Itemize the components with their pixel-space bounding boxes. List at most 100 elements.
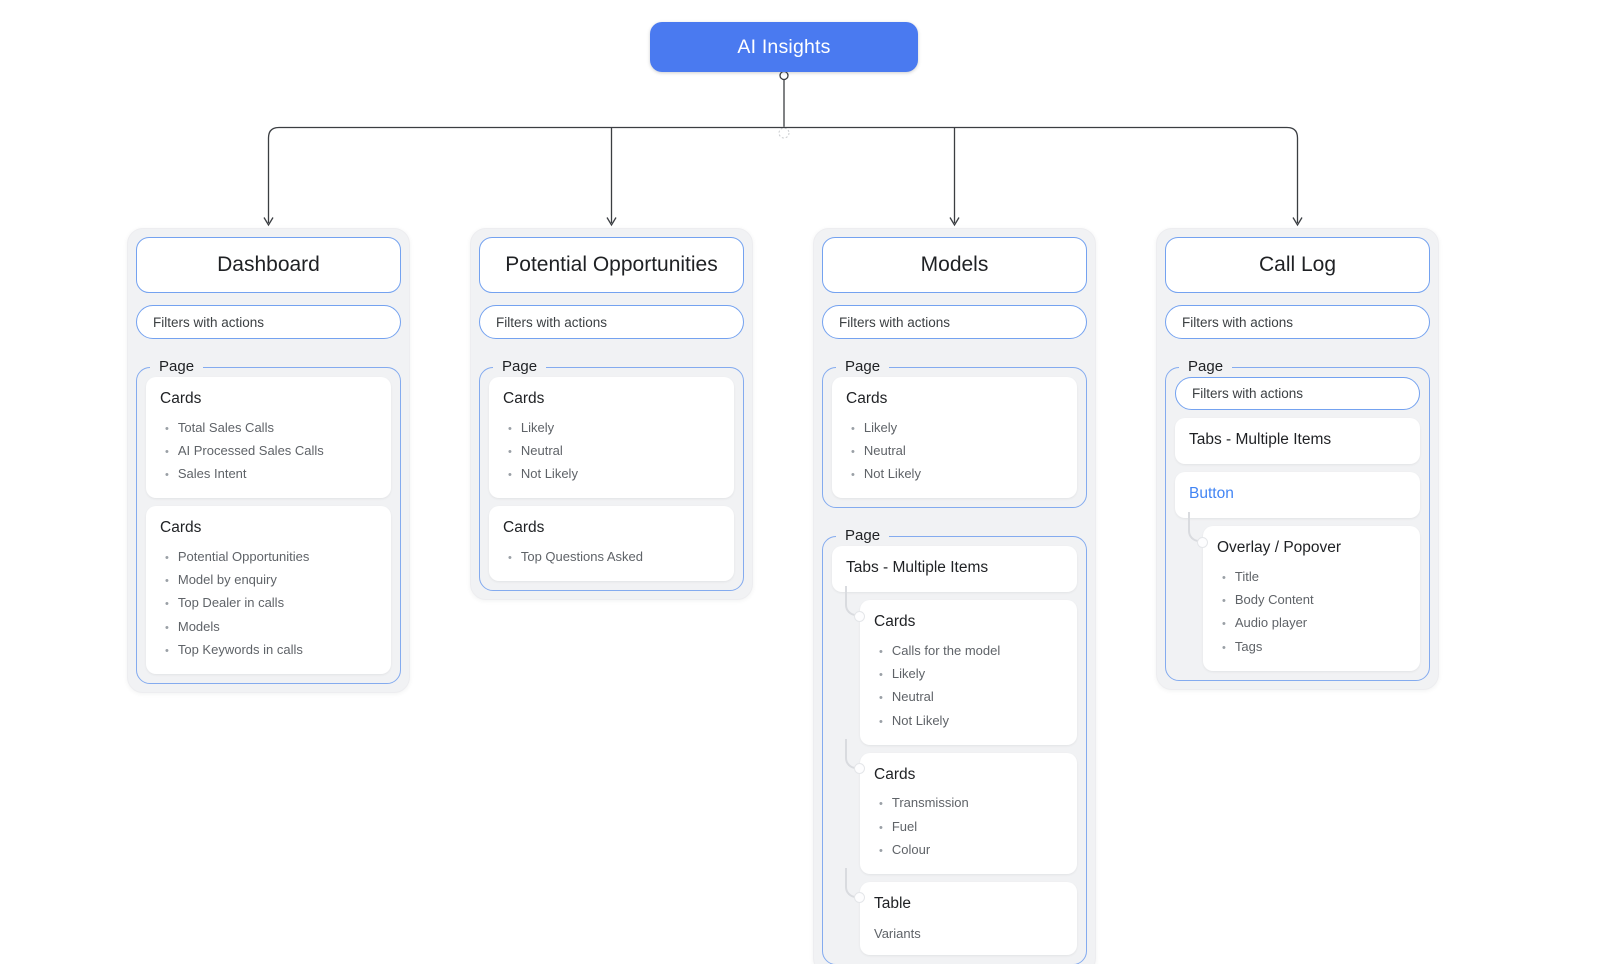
card-item: Neutral [874,686,1063,709]
card-item: Likely [874,663,1063,686]
card-item: Fuel [874,815,1063,838]
card-item-list: TitleBody ContentAudio playerTags [1217,565,1406,659]
branch-title-label: Potential Opportunities [505,253,718,276]
card-heading: Cards [503,390,545,407]
root-node-label: AI Insights [737,35,831,58]
card-subtext: Variants [874,925,921,941]
page-label: Page [1179,358,1233,377]
page-section[interactable]: PageCardsLikelyNeutralNot LikelyCardsTop… [479,358,744,591]
card-item-list: LikelyNeutralNot Likely [503,416,720,486]
card-heading: Cards [846,390,888,407]
card-item: Top Questions Asked [503,545,720,568]
nested-connector-line [845,586,860,617]
card-item: Top Dealer in calls [160,592,377,615]
content-card[interactable]: Button [1175,472,1420,518]
card-item: Title [1217,565,1406,588]
card-item: Model by enquiry [160,569,377,592]
branch-title-potential-opportunities[interactable]: Potential Opportunities [479,237,744,293]
page-label: Page [150,358,204,377]
card-item: Colour [874,839,1063,862]
card-item-list: Potential OpportunitiesModel by enquiryT… [160,545,377,662]
card-heading: Table [874,894,912,912]
page-label: Page [493,358,547,377]
page-section[interactable]: PageCardsLikelyNeutralNot Likely [822,358,1087,509]
root-port-circle [779,70,789,81]
branch-title-models[interactable]: Models [822,237,1087,293]
filters-pill-label: Filters with actions [839,314,951,330]
card-item: Tags [1217,635,1406,658]
nested-card-wrap: CardsCalls for the modelLikelyNeutralNot… [845,586,1077,745]
card-heading: Tabs - Multiple Items [1189,431,1332,448]
content-card[interactable]: CardsCalls for the modelLikelyNeutralNot… [860,600,1077,745]
filters-pill[interactable]: Filters with actions [822,305,1087,339]
nested-connector-dot [854,610,865,622]
content-card[interactable]: CardsLikelyNeutralNot Likely [832,377,1077,499]
content-card[interactable]: CardsTop Questions Asked [489,506,734,581]
card-item: Potential Opportunities [160,545,377,568]
card-item: Transmission [874,792,1063,815]
card-heading: Cards [874,765,916,783]
content-card[interactable]: Tabs - Multiple Items [832,546,1077,593]
card-item: Calls for the model [874,639,1063,662]
card-item-list: Calls for the modelLikelyNeutralNot Like… [874,639,1063,733]
card-item: Body Content [1217,588,1406,611]
branch-title-label: Models [920,253,989,276]
nested-connector-line [845,738,860,769]
branch-title-call-log[interactable]: Call Log [1165,237,1430,293]
nested-connector-dot [1197,536,1208,548]
content-card[interactable]: CardsTotal Sales CallsAI Processed Sales… [146,377,391,499]
junction-ghost-circle [778,127,790,139]
filters-pill-label: Filters with actions [153,314,265,330]
card-item: Likely [846,416,1063,439]
card-heading: Overlay / Popover [1217,539,1342,556]
nested-card-wrap: CardsTransmissionFuelColour [845,738,1077,874]
arrowhead-icon [606,217,617,227]
nested-connector-dot [854,763,865,775]
filters-pill[interactable]: Filters with actions [136,305,401,339]
branch-title-label: Call Log [1258,253,1337,276]
content-card[interactable]: CardsTransmissionFuelColour [860,752,1077,874]
arrowhead-icon [1292,217,1303,227]
content-card[interactable]: CardsLikelyNeutralNot Likely [489,377,734,499]
card-item: Neutral [846,439,1063,462]
page-label: Page [836,358,890,377]
arrowhead-icon [949,217,960,227]
content-card[interactable]: Tabs - Multiple Items [1175,418,1420,464]
card-item: Models [160,615,377,638]
card-item: Likely [503,416,720,439]
card-heading: Cards [874,613,916,631]
card-item-list: Top Questions Asked [503,545,720,568]
content-card[interactable]: Overlay / PopoverTitleBody ContentAudio … [1203,526,1420,671]
page-label: Page [836,527,890,546]
content-card[interactable]: CardsPotential OpportunitiesModel by enq… [146,506,391,675]
card-item: Sales Intent [160,463,377,486]
filters-pill-label: Filters with actions [1182,314,1294,330]
card-item-list: LikelyNeutralNot Likely [846,416,1063,486]
root-node[interactable]: AI Insights [650,22,918,72]
card-item: Not Likely [846,463,1063,486]
filters-pill-label: Filters with actions [1192,386,1304,401]
card-heading: Tabs - Multiple Items [846,559,989,577]
card-item: Not Likely [503,463,720,486]
card-heading: Cards [503,519,545,537]
filters-pill-label: Filters with actions [496,314,608,330]
card-item-list: Total Sales CallsAI Processed Sales Call… [160,416,377,486]
branch-title-dashboard[interactable]: Dashboard [136,237,401,293]
branch-title-label: Dashboard [217,253,320,276]
page-section[interactable]: PageCardsTotal Sales CallsAI Processed S… [136,358,401,685]
card-heading: Cards [160,390,202,407]
filters-pill[interactable]: Filters with actions [479,305,744,339]
harness-line [267,126,1299,223]
filters-pill[interactable]: Filters with actions [1165,305,1430,339]
filters-pill[interactable]: Filters with actions [1175,377,1420,410]
card-heading: Button [1189,485,1234,502]
